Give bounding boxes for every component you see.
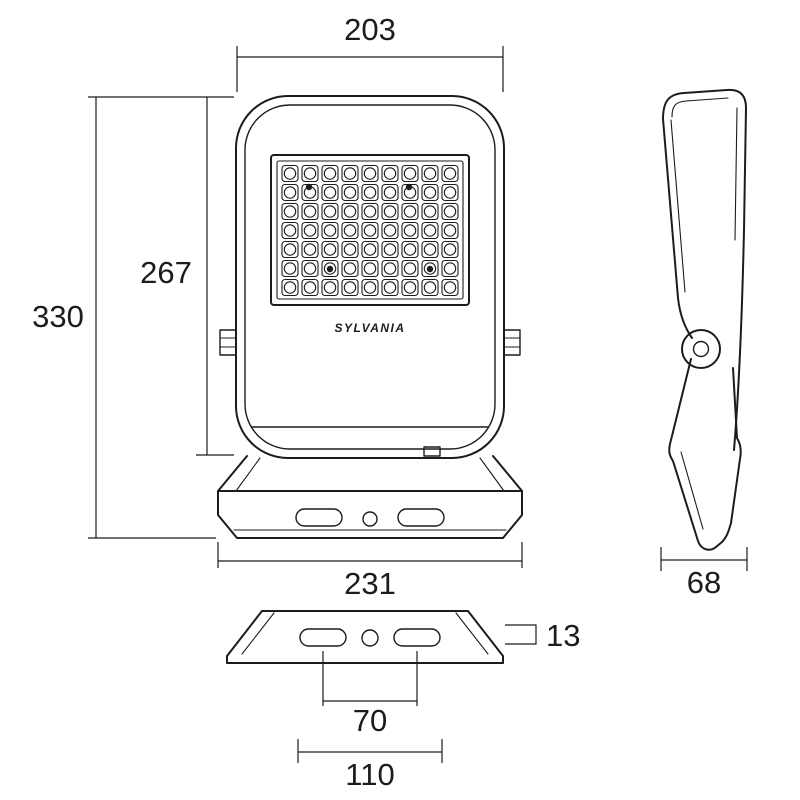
front-view: SYLVANIA bbox=[217, 95, 523, 539]
dim-height-body-label: 267 bbox=[140, 255, 192, 290]
dim-depth: 68 bbox=[660, 547, 748, 600]
mounting-slot-right bbox=[397, 508, 445, 527]
mounting-pivot-left bbox=[219, 329, 237, 356]
mounting-slot-left bbox=[299, 628, 347, 647]
side-body-outline bbox=[662, 88, 747, 451]
dim-width-bracket-label: 231 bbox=[344, 566, 396, 601]
led-panel-frame bbox=[270, 154, 470, 306]
side-inner-front bbox=[670, 119, 686, 293]
led-panel bbox=[270, 154, 470, 306]
dim-width-top-label: 203 bbox=[344, 12, 396, 47]
cable-hole bbox=[361, 629, 379, 647]
screw-icon bbox=[305, 183, 313, 191]
dim-width-top: 203 bbox=[236, 12, 504, 92]
cable-hole bbox=[362, 511, 378, 527]
bottom-bracket-folds bbox=[241, 612, 489, 655]
side-inner-back bbox=[734, 107, 738, 241]
bracket-arm-folds bbox=[235, 457, 505, 492]
adjustment-knob-center bbox=[692, 340, 710, 358]
mounting-slot-right bbox=[393, 628, 441, 647]
side-bracket-fold bbox=[680, 451, 704, 530]
bracket-arms bbox=[217, 455, 523, 492]
led-grid bbox=[280, 164, 460, 297]
mounting-bracket bbox=[217, 455, 523, 539]
dim-hole-spacing-inner: 70 bbox=[322, 651, 418, 738]
mounting-slot-left bbox=[295, 508, 343, 527]
body-outline bbox=[235, 95, 505, 459]
bracket-base bbox=[217, 490, 523, 539]
dim-width-bracket: 231 bbox=[217, 542, 523, 601]
side-inner-top bbox=[671, 97, 729, 118]
dim-bracket-thickness: 13 bbox=[505, 618, 580, 653]
side-view bbox=[662, 88, 747, 551]
mounting-pivot-right bbox=[503, 329, 521, 356]
screw-icon bbox=[326, 265, 334, 273]
dim-hole-spacing-outer: 110 bbox=[297, 739, 443, 792]
side-bracket-foot bbox=[668, 358, 742, 551]
dim-bracket-thickness-label: 13 bbox=[546, 618, 580, 653]
dim-height-body: 267 bbox=[140, 97, 234, 456]
bottom-bracket-outline bbox=[226, 610, 504, 664]
body-inner-outline bbox=[244, 104, 496, 450]
led-panel-inner-frame bbox=[276, 160, 464, 300]
screw-icon bbox=[405, 183, 413, 191]
bottom-view bbox=[226, 610, 504, 664]
side-front-edge bbox=[662, 118, 693, 339]
latch-clip bbox=[423, 446, 441, 457]
dim-height-total: 330 bbox=[32, 96, 234, 539]
adjustment-knob bbox=[681, 329, 721, 369]
dim-hole-spacing-inner-label: 70 bbox=[353, 703, 387, 738]
dim-depth-label: 68 bbox=[687, 565, 721, 600]
brand-logo: SYLVANIA bbox=[334, 321, 405, 335]
screw-icon bbox=[426, 265, 434, 273]
dim-hole-spacing-outer-label: 110 bbox=[345, 757, 394, 792]
dim-height-total-label: 330 bbox=[32, 299, 84, 334]
